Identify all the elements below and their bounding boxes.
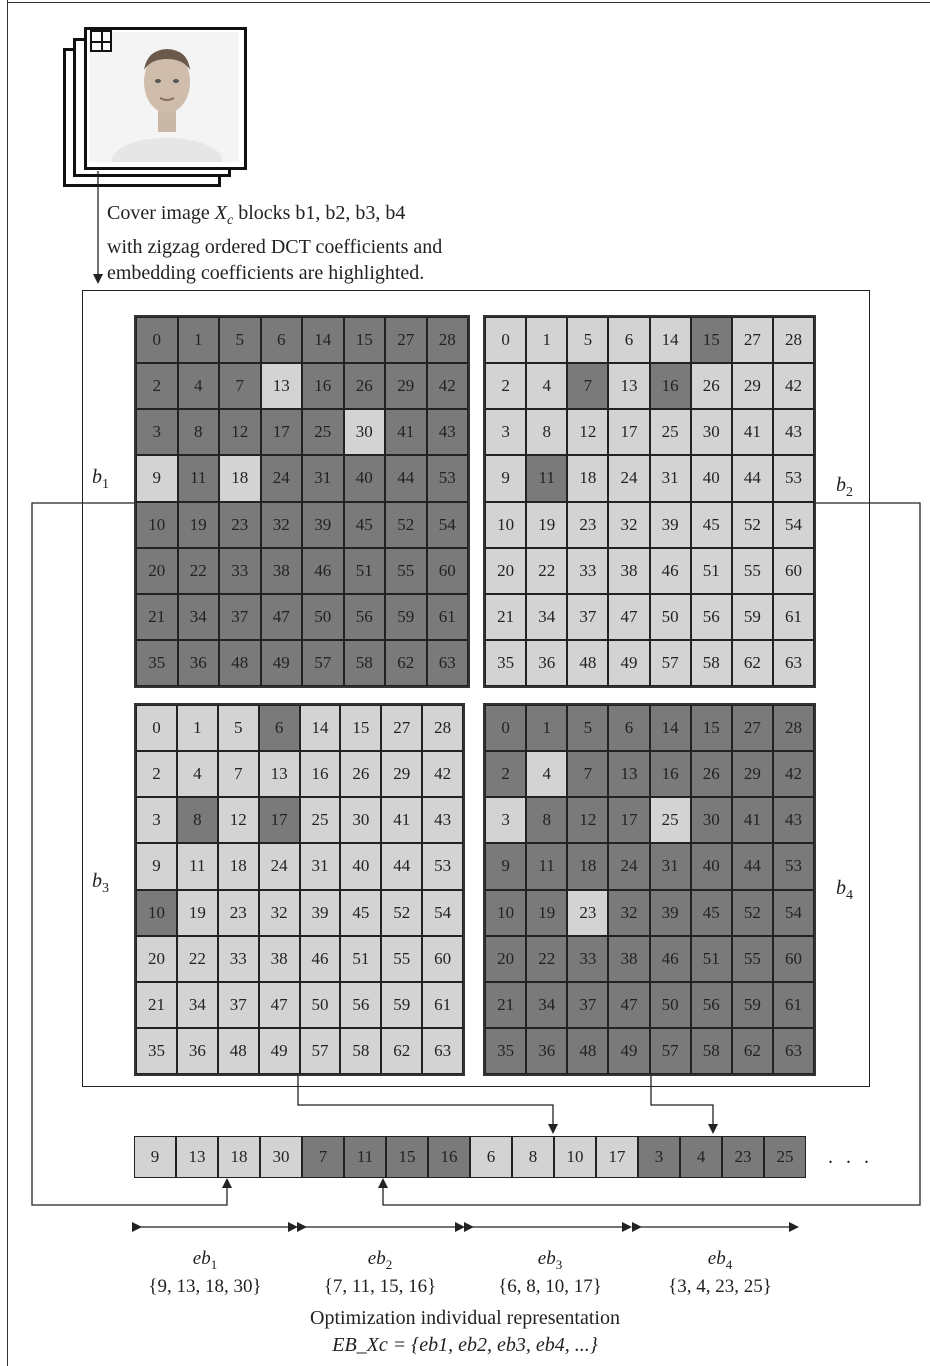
connector-b3 bbox=[298, 1076, 553, 1132]
connector-b4 bbox=[651, 1076, 713, 1132]
connector-b1 bbox=[32, 503, 227, 1205]
